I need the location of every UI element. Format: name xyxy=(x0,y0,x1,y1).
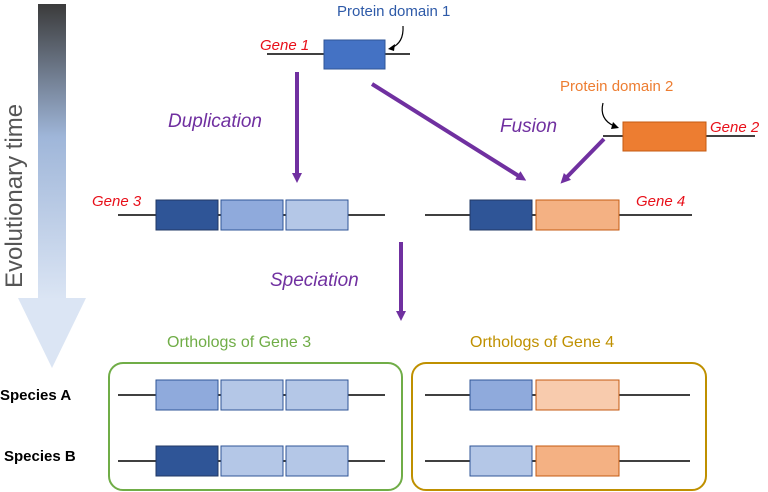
orthologs-gene-3-box xyxy=(108,362,403,491)
species-a-gene-3-domain-c xyxy=(285,379,349,411)
species-b-gene-4-domain-2 xyxy=(535,445,620,477)
gene-2-domain-2 xyxy=(622,121,707,152)
speciation-label: Speciation xyxy=(270,270,359,291)
orthologs-gene-3-title: Orthologs of Gene 3 xyxy=(167,334,311,351)
protein-domain-1-label: Protein domain 1 xyxy=(337,3,450,20)
species-a-gene-3-domain-b xyxy=(220,379,284,411)
orthologs-gene-4-box xyxy=(411,362,707,491)
orthologs-gene-4-title: Orthologs of Gene 4 xyxy=(470,334,614,351)
gene-4-domain-1 xyxy=(469,199,533,231)
species-a-label: Species A xyxy=(0,387,71,404)
gene-1-domain-1 xyxy=(323,39,386,70)
species-a-gene-4-domain-1 xyxy=(469,379,533,411)
domain-1-pointer xyxy=(390,25,404,49)
gene-4-domain-2 xyxy=(535,199,620,231)
duplication-label: Duplication xyxy=(168,111,262,132)
domain-2-pointer xyxy=(601,102,615,127)
gene-3-label: Gene 3 xyxy=(92,193,142,210)
fusion-arrow-from-gene-1 xyxy=(370,82,527,181)
fusion-label: Fusion xyxy=(500,116,557,137)
gene-1-label: Gene 1 xyxy=(260,37,309,54)
gene-3-domain-a xyxy=(155,199,219,231)
species-b-gene-4-domain-1 xyxy=(469,445,533,477)
species-b-label: Species B xyxy=(4,448,76,465)
species-a-gene-3-domain-a xyxy=(155,379,219,411)
species-a-gene-4-domain-2 xyxy=(535,379,620,411)
species-b-gene-3-domain-c xyxy=(285,445,349,477)
protein-domain-2-label: Protein domain 2 xyxy=(560,78,673,95)
species-b-gene-3-domain-b xyxy=(220,445,284,477)
evolutionary-time-arrow xyxy=(18,4,86,368)
gene-2-label: Gene 2 xyxy=(710,119,760,136)
gene-3-domain-b xyxy=(220,199,284,231)
gene-4-label: Gene 4 xyxy=(636,193,685,210)
evolutionary-time-label: Evolutionary time xyxy=(1,104,28,288)
gene-3-domain-c xyxy=(285,199,349,231)
species-b-gene-3-domain-a xyxy=(155,445,219,477)
fusion-arrow-from-gene-2 xyxy=(560,137,606,184)
